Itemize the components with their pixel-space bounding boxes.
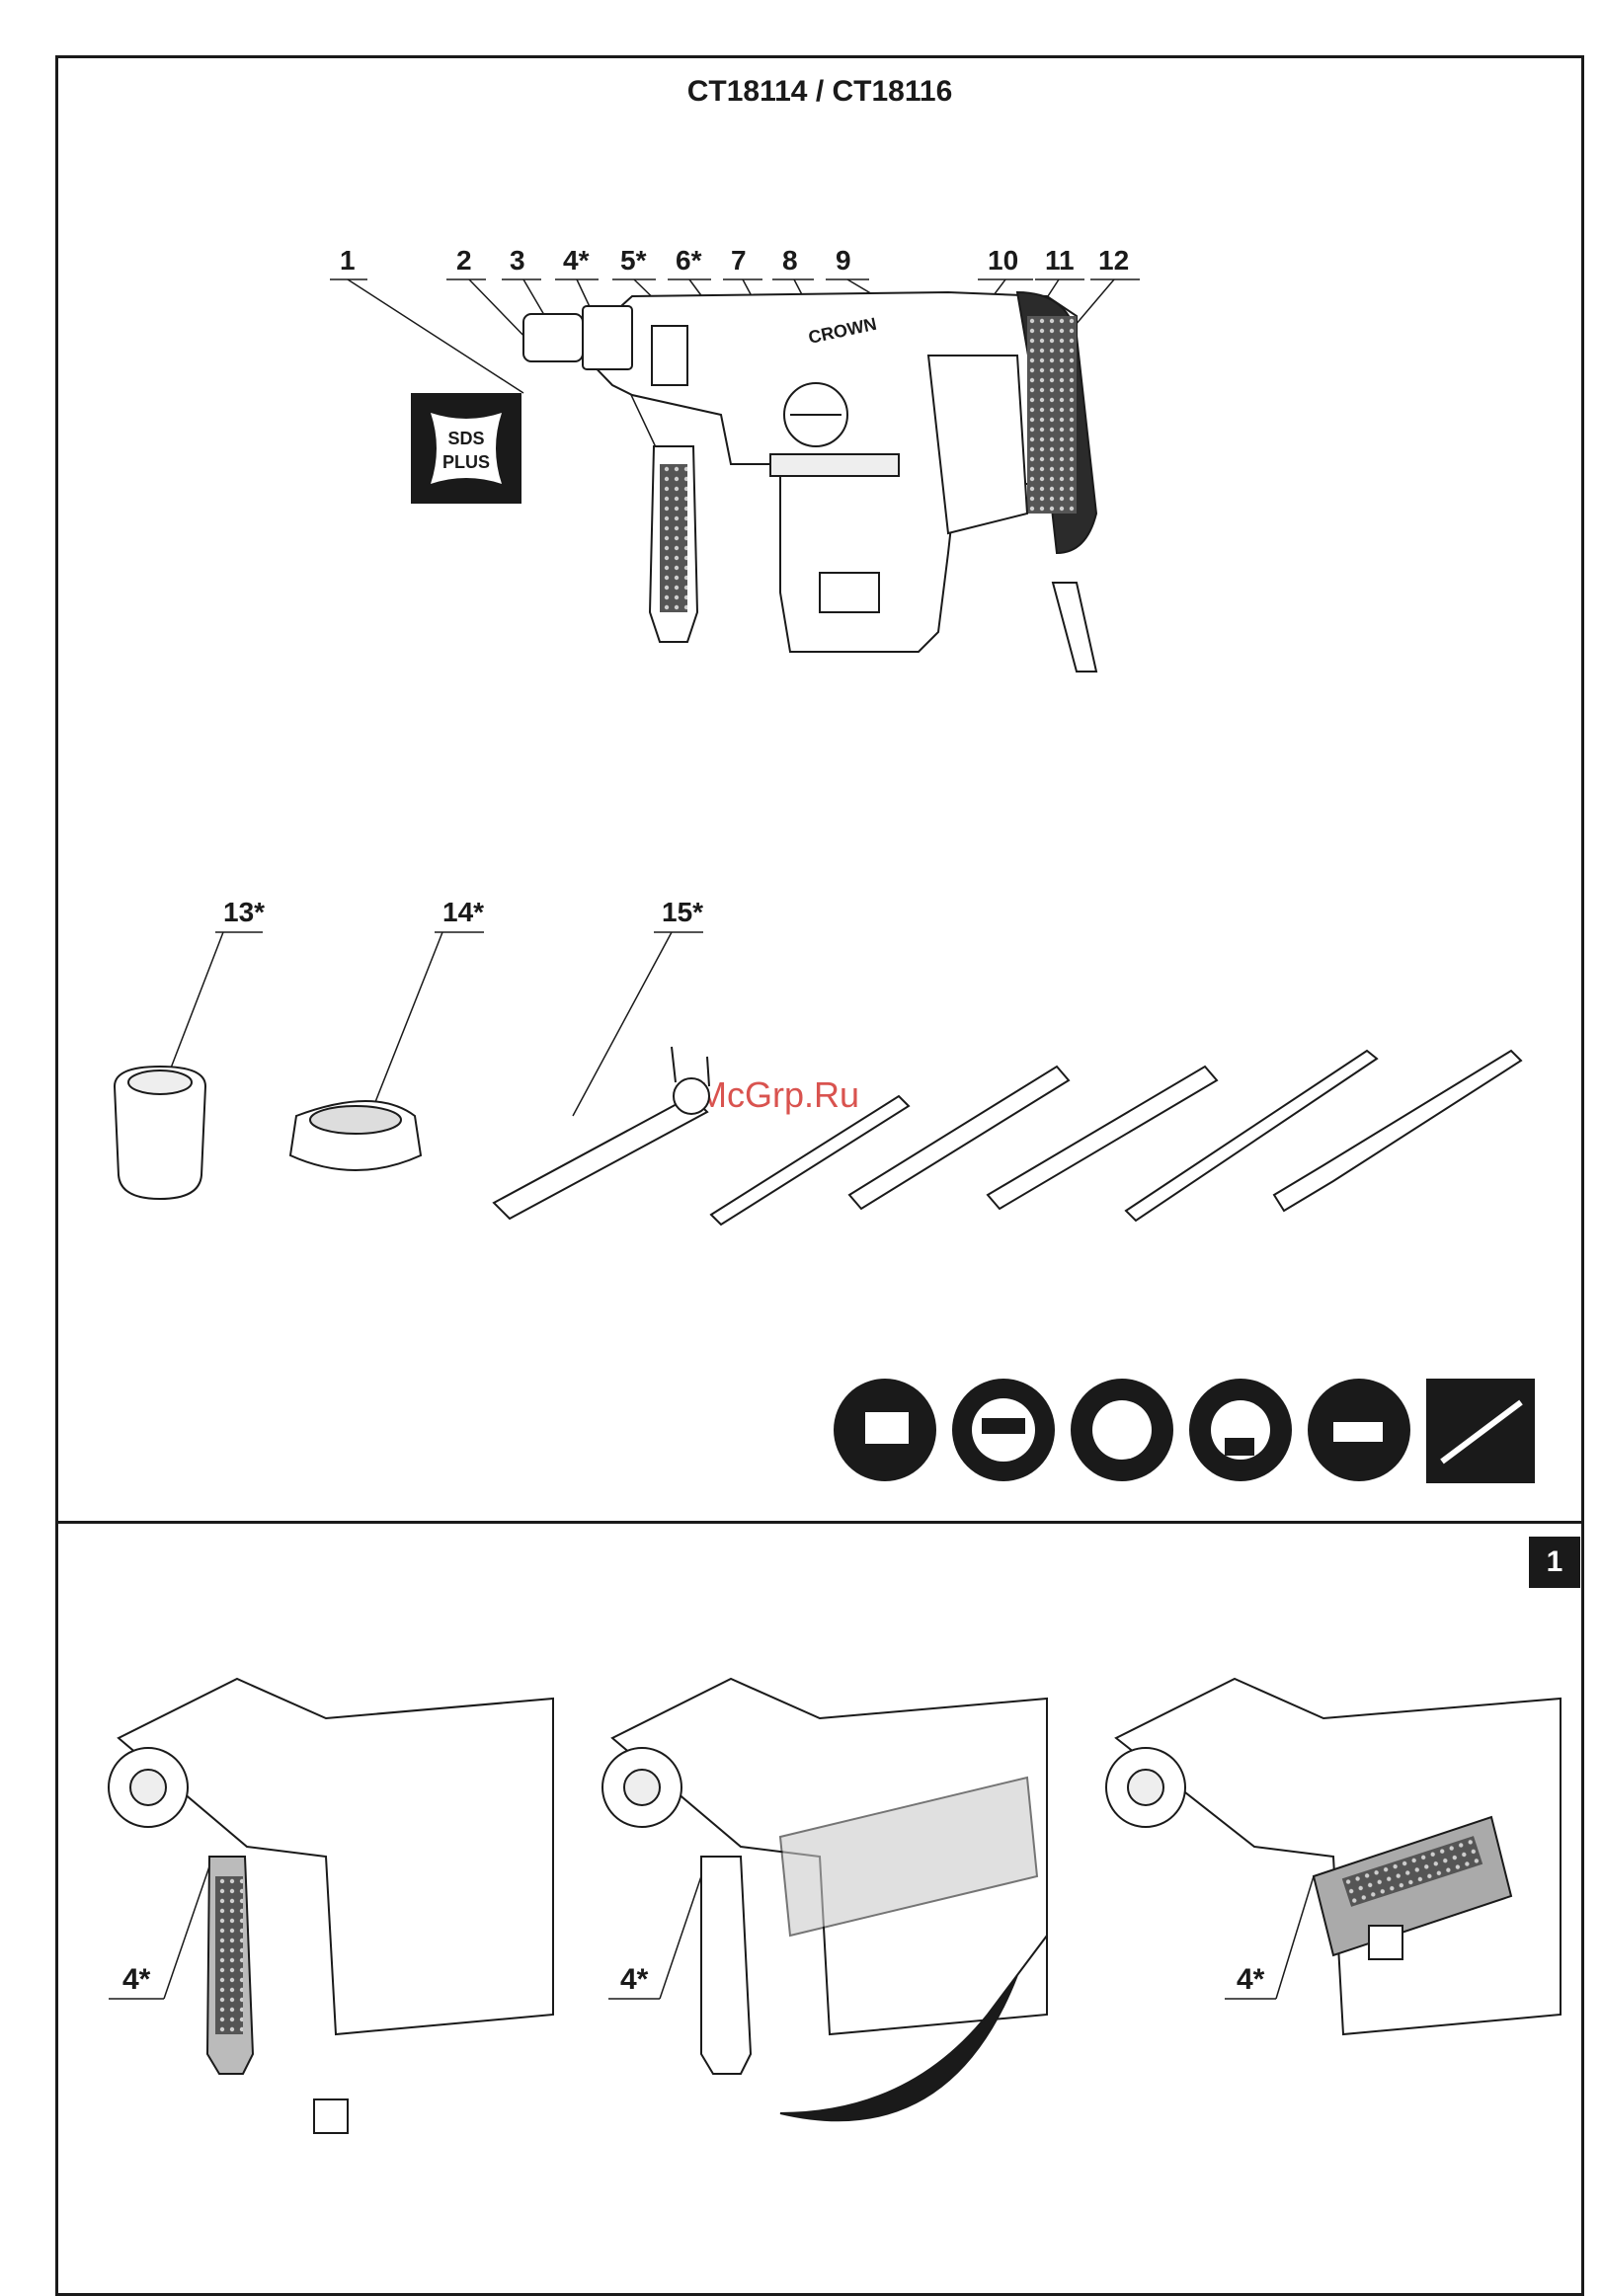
pointed-chisel <box>1126 1051 1377 1221</box>
flat-chisel <box>1274 1051 1521 1211</box>
sds-text: SDS <box>447 429 484 448</box>
drill-bit-1 <box>711 1096 909 1225</box>
step-2-illustration <box>602 1679 1047 2120</box>
step-3-illustration <box>1106 1679 1561 2034</box>
sds-plus-badge: SDS PLUS <box>411 393 521 504</box>
accessories-row <box>115 1047 1521 1225</box>
step-1-illustration <box>109 1679 553 2133</box>
safety-icons <box>834 1379 1535 1483</box>
plus-text: PLUS <box>442 452 490 472</box>
rotary-hammer-drawing: CROWN <box>523 292 1096 672</box>
wrench-15 <box>494 1096 707 1219</box>
